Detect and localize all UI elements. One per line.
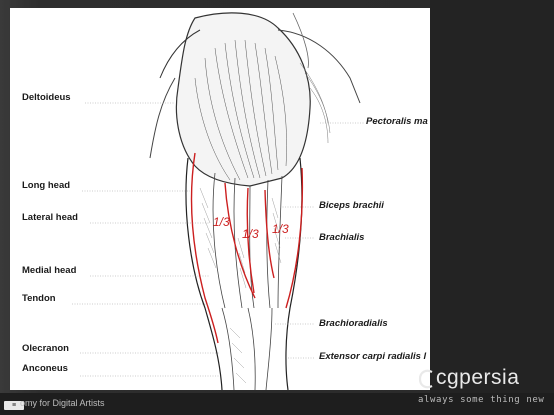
label-medial-head: Medial head <box>22 265 77 276</box>
label-anconeus: Anconeus <box>22 363 68 374</box>
label-pectoralis: Pectoralis ma <box>366 116 428 127</box>
logo-wordmark: cgpersia <box>436 366 520 389</box>
slide-canvas: 1/3 1/3 1/3 Deltoideus Long head Lateral… <box>10 8 430 390</box>
label-brachioradialis: Brachioradialis <box>319 318 388 329</box>
watermark-logo: cgpersia always some thing new <box>418 362 552 408</box>
label-extensor-carpi: Extensor carpi radialis l <box>319 351 427 362</box>
right-panel <box>430 0 554 415</box>
annotation-1: 1/3 <box>213 215 230 229</box>
label-long-head: Long head <box>22 180 71 191</box>
label-lateral-head: Lateral head <box>22 212 78 223</box>
bottom-bar <box>0 393 554 415</box>
annotation-3: 1/3 <box>272 222 289 236</box>
fraction-annotations: 1/3 1/3 1/3 <box>213 215 289 241</box>
menu-badge[interactable]: ≡ <box>4 401 24 410</box>
label-biceps-brachii: Biceps brachii <box>319 200 384 211</box>
label-olecranon: Olecranon <box>22 343 69 354</box>
logo-mark-icon <box>418 369 433 389</box>
label-deltoideus: Deltoideus <box>22 92 71 103</box>
arm-anatomy-illustration: 1/3 1/3 1/3 <box>72 12 365 390</box>
label-tendon: Tendon <box>22 293 56 304</box>
logo-tagline: always some thing new <box>418 395 545 405</box>
label-brachialis: Brachialis <box>319 232 365 243</box>
annotation-2: 1/3 <box>242 227 259 241</box>
course-title: omy for Digital Artists <box>20 398 105 408</box>
